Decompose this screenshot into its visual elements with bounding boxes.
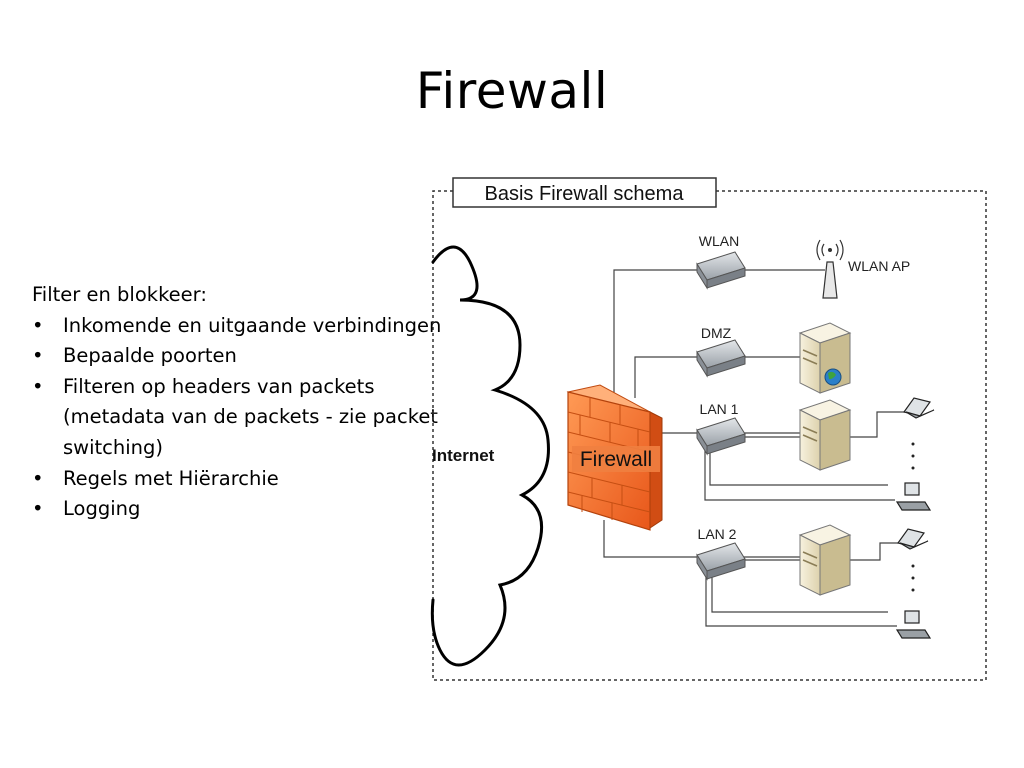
laptop-icon — [896, 528, 929, 550]
lan1-label: LAN 1 — [700, 401, 739, 417]
bullet-list: Inkomende en uitgaande verbindingen Bepa… — [32, 311, 472, 525]
lan2-label: LAN 2 — [698, 526, 737, 542]
switch-icon: WLAN — [696, 233, 746, 290]
desktop-pc-icon — [895, 610, 932, 639]
wlan-label: WLAN — [699, 233, 739, 249]
diagram-title-box — [452, 177, 717, 208]
diagram-title: Basis Firewall schema — [485, 183, 685, 205]
bullet-text-block: Filter en blokkeer: Inkomende en uitgaan… — [32, 280, 472, 525]
bullet-item: Logging — [32, 494, 472, 525]
server-icon — [798, 322, 852, 394]
wlan-ap-icon: WLAN AP — [816, 239, 910, 299]
bullet-item: Inkomende en uitgaande verbindingen — [32, 311, 472, 342]
ellipsis-dots — [911, 442, 915, 592]
laptop-icon — [902, 397, 935, 419]
desktop-pc-icon — [895, 482, 932, 511]
bullet-item: Regels met Hiërarchie — [32, 464, 472, 495]
slide-title: Firewall — [415, 62, 609, 120]
switch-icon: LAN 2 — [696, 526, 746, 581]
internet-cloud — [430, 245, 550, 667]
switch-icon: DMZ — [696, 325, 746, 378]
wlan-ap-label: WLAN AP — [848, 258, 910, 274]
dmz-label: DMZ — [701, 325, 732, 341]
firewall-label: Firewall — [580, 448, 652, 471]
server-icon — [798, 524, 852, 596]
firewall-icon: Firewall — [566, 384, 663, 531]
connection-lines — [603, 269, 905, 627]
bullet-item: Bepaalde poorten — [32, 341, 472, 372]
dashed-frame — [432, 190, 987, 681]
internet-label: Internet — [432, 446, 495, 465]
switch-icon: LAN 1 — [696, 401, 746, 456]
bullet-item: Filteren op headers van packets (metadat… — [32, 372, 472, 464]
intro-text: Filter en blokkeer: — [32, 283, 207, 306]
server-icon — [798, 399, 852, 471]
